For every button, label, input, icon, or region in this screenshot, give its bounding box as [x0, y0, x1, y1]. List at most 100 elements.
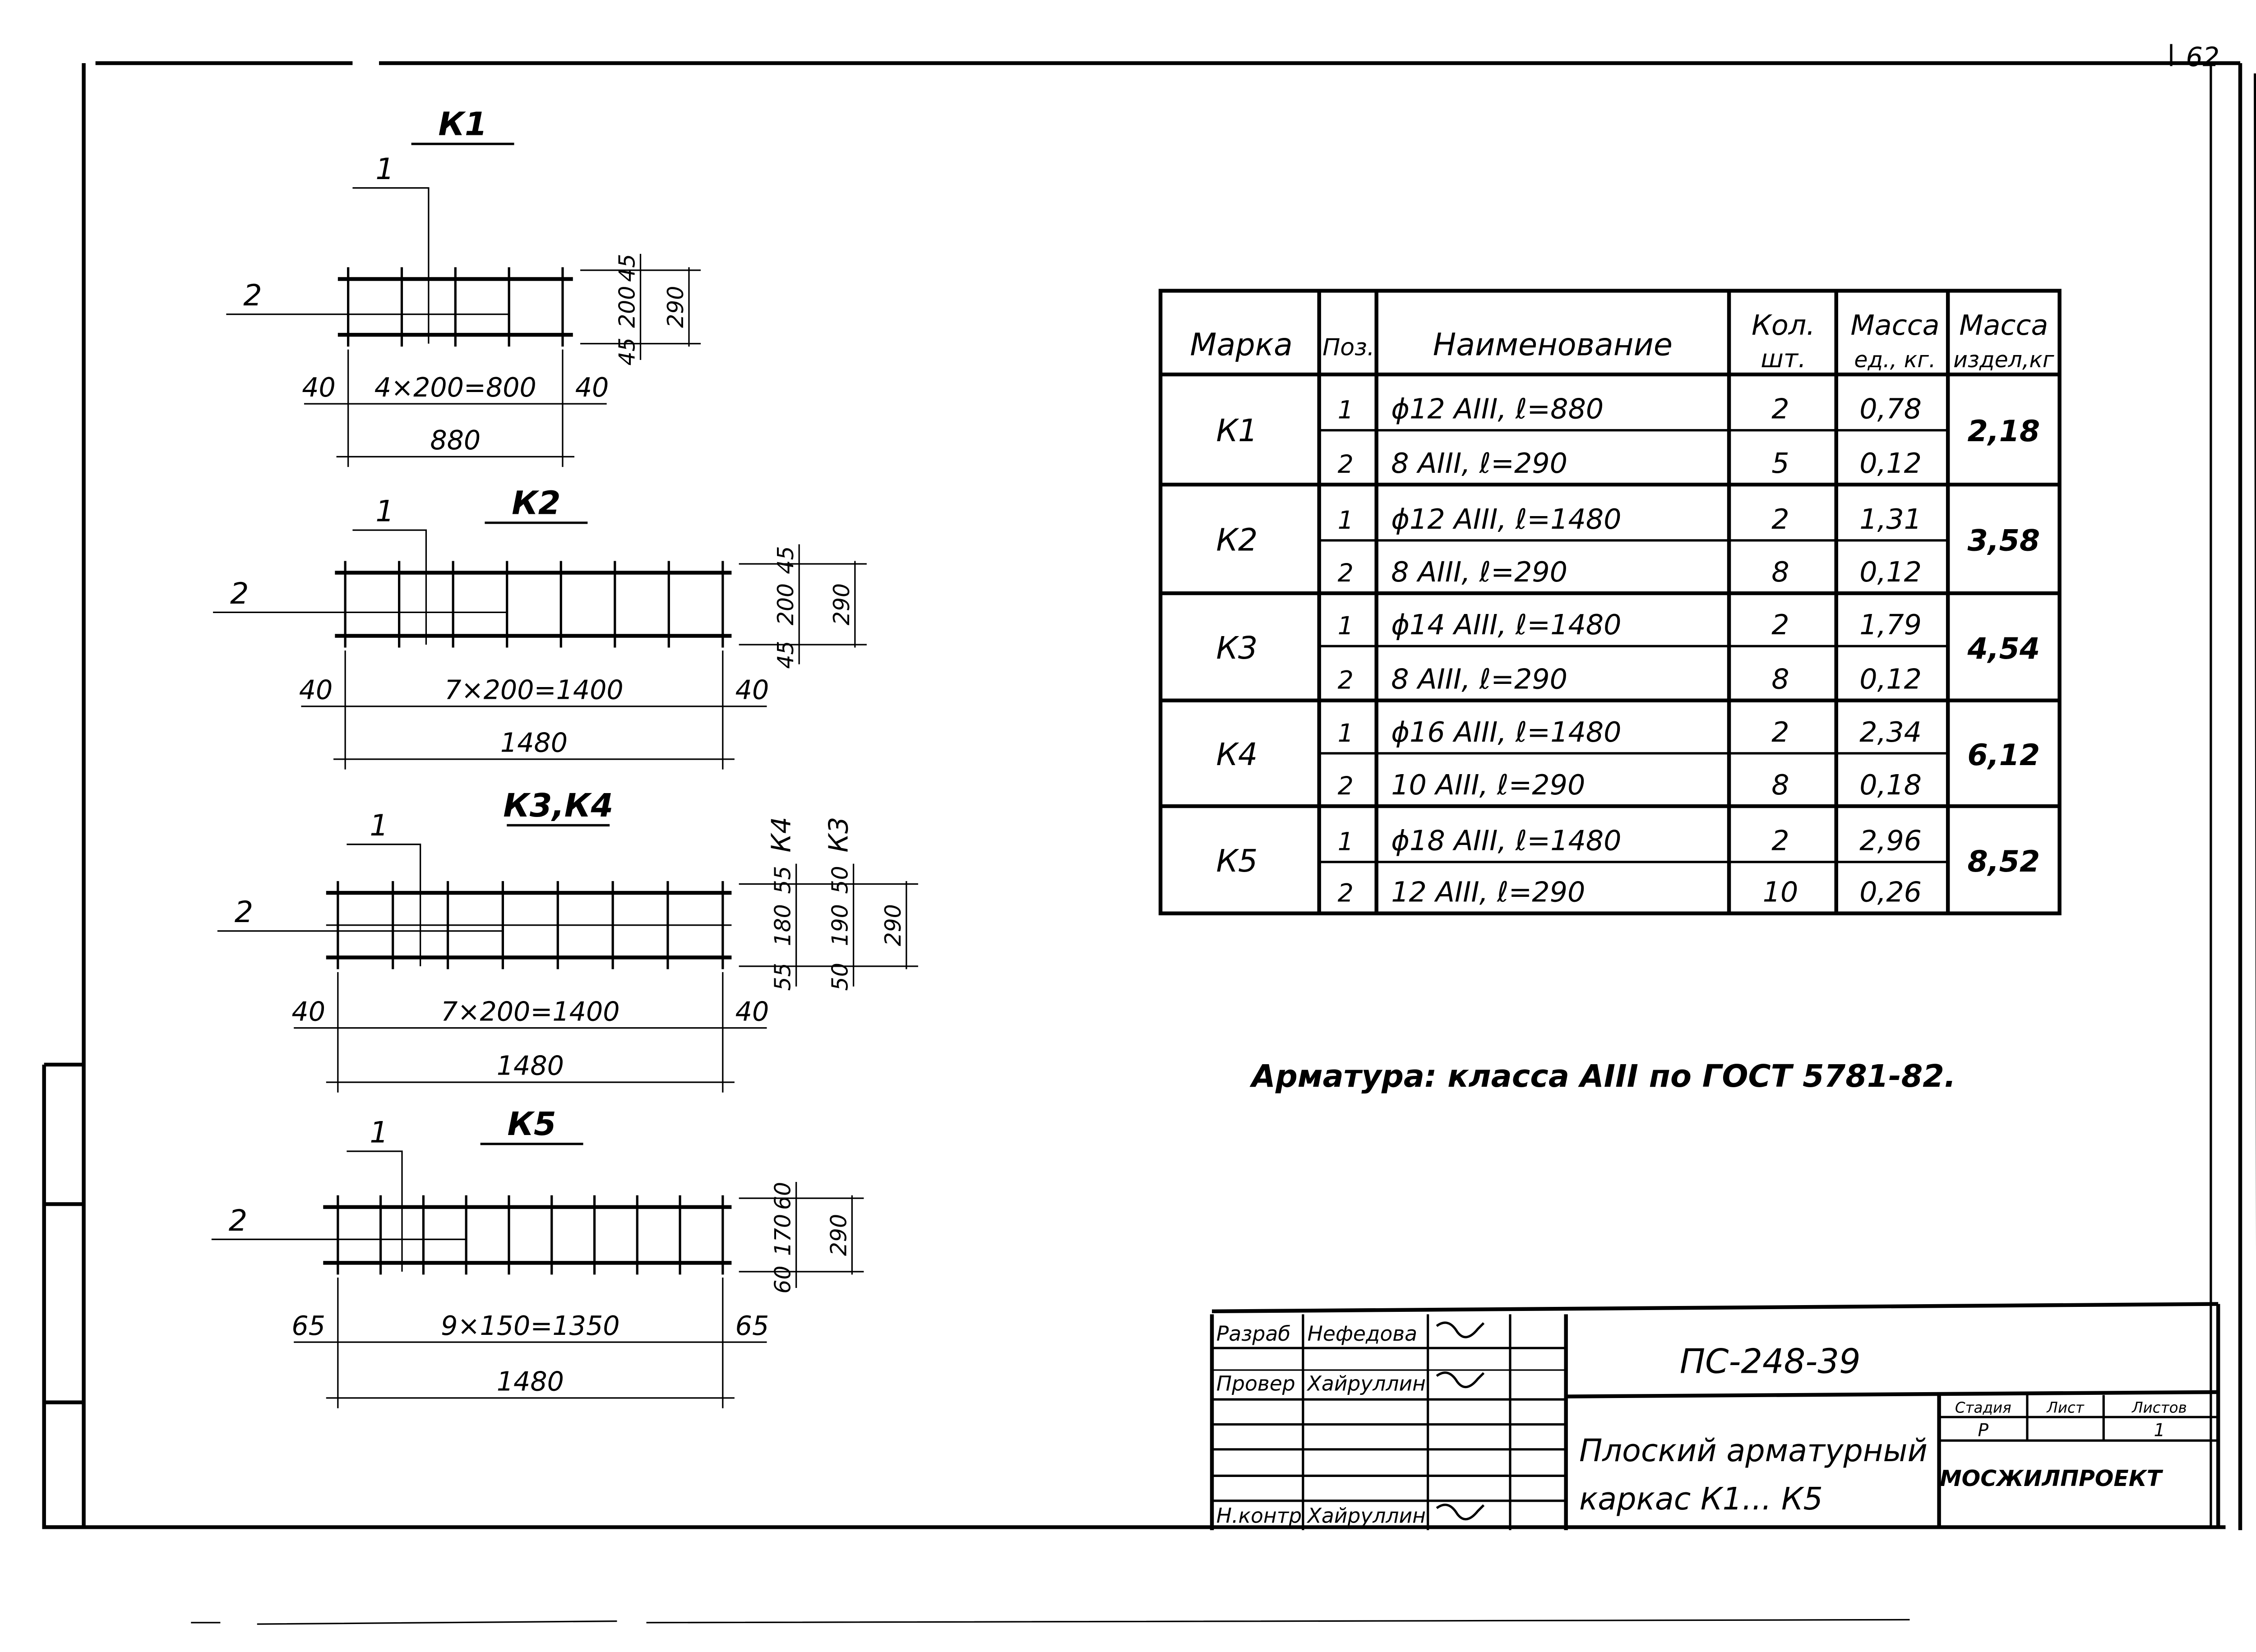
sheet-header: Лист	[2046, 1399, 2085, 1416]
qty-cell: 2	[1771, 393, 1789, 425]
qty-cell: 8	[1771, 769, 1789, 801]
dimension-spacing: 7×200=1400	[441, 996, 619, 1027]
pos-cell: 2	[1338, 666, 1354, 695]
position-2-label: 2	[230, 577, 249, 611]
role-label: Разраб	[1216, 1322, 1291, 1346]
side-dimension: 45	[773, 641, 799, 669]
header-qty-unit: шт.	[1761, 345, 1806, 374]
title-divider	[1566, 1390, 2219, 1398]
overall-length: 1480	[500, 728, 568, 758]
side-dimension: 200	[614, 286, 640, 328]
side-dimension: 55	[770, 866, 796, 894]
unit-mass-cell: 1,79	[1859, 609, 1922, 641]
name-cell: 8 АIII, ℓ=290	[1391, 556, 1567, 588]
side-dimension: 200	[773, 583, 799, 625]
side-dimension: 60	[770, 1182, 796, 1210]
header-mark: Марка	[1190, 328, 1292, 363]
table-border	[1158, 289, 2062, 915]
overall-length: 1480	[497, 1366, 564, 1397]
overall-length: 880	[430, 425, 481, 456]
frame-mark: К3	[823, 817, 854, 853]
dimension-spacing: 4×200=800	[374, 372, 536, 403]
overall-length: 1480	[497, 1051, 564, 1081]
dimension-right: 65	[735, 1311, 769, 1341]
position-2-label: 2	[243, 279, 262, 313]
total-mass-cell: 2,18	[1968, 415, 2040, 448]
side-dimension: 180	[770, 904, 796, 946]
stage-header: Стадия	[1955, 1399, 2011, 1416]
position-1-label: 1	[375, 495, 394, 529]
name-cell: 8 АIII, ℓ=290	[1391, 663, 1567, 696]
side-dimension: 45	[773, 546, 799, 574]
reinforcement-note: Арматура: класса АIII по ГОСТ 5781-82.	[1249, 1059, 1956, 1094]
dimension-right: 40	[735, 674, 769, 705]
header-unit-mass-unit: ед., кг.	[1854, 347, 1936, 373]
qty-cell: 2	[1771, 609, 1789, 641]
name-cell: ϕ12 АIII, ℓ=1480	[1391, 503, 1621, 535]
position-2-label: 2	[235, 895, 253, 929]
frame-title: К2	[512, 484, 560, 521]
person-name: Хайруллин	[1307, 1504, 1426, 1528]
qty-cell: 2	[1771, 503, 1789, 535]
dimension-left: 65	[291, 1311, 325, 1341]
dimension-spacing: 7×200=1400	[444, 674, 623, 705]
name-cell: 8 АIII, ℓ=290	[1391, 447, 1567, 480]
unit-mass-cell: 0,26	[1859, 876, 1922, 909]
total-mass-cell: 8,52	[1968, 845, 2040, 879]
pos-cell: 1	[1338, 612, 1354, 641]
person-name: Хайруллин	[1307, 1372, 1426, 1396]
mark-cell: К4	[1216, 737, 1257, 773]
frame-title: К1	[438, 105, 487, 143]
pos-cell: 1	[1338, 719, 1354, 748]
pos-cell: 1	[1338, 828, 1354, 857]
drawing-title-line2: каркас К1... К5	[1579, 1481, 1823, 1517]
unit-mass-cell: 1,31	[1859, 503, 1922, 535]
dimension-left: 40	[291, 996, 325, 1027]
total-height: 290	[829, 583, 855, 625]
mark-cell: К3	[1216, 631, 1257, 666]
sheets-header: Листов	[2131, 1399, 2187, 1416]
name-cell: ϕ18 АIII, ℓ=1480	[1391, 825, 1621, 857]
total-mass-cell: 6,12	[1968, 738, 2040, 772]
side-dimension: 50	[828, 866, 853, 894]
header-qty: Кол.	[1752, 309, 1815, 341]
side-dimension: 45	[614, 254, 640, 282]
name-cell: ϕ12 АIII, ℓ=880	[1391, 393, 1604, 425]
sheets-count: 1	[2154, 1421, 2165, 1441]
qty-cell: 2	[1771, 716, 1789, 748]
total-height: 290	[880, 904, 906, 946]
unit-mass-cell: 2,96	[1859, 825, 1922, 857]
position-1-label: 1	[375, 152, 394, 186]
total-height: 290	[826, 1214, 851, 1256]
total-mass-cell: 4,54	[1967, 632, 2040, 666]
position-1-leader	[352, 529, 427, 645]
stage-value: Р	[1978, 1421, 1989, 1441]
side-dimension: 170	[770, 1214, 796, 1256]
pos-cell: 2	[1338, 559, 1354, 588]
qty-cell: 8	[1771, 556, 1789, 588]
role-label: Провер	[1216, 1372, 1295, 1396]
header-total-mass: Масса	[1959, 309, 2048, 341]
pos-cell: 2	[1338, 772, 1354, 801]
unit-mass-cell: 0,12	[1859, 556, 1922, 588]
mark-cell: К5	[1216, 844, 1257, 879]
document-code: ПС-248-39	[1680, 1342, 1861, 1381]
position-1-leader	[352, 187, 430, 344]
total-height: 290	[663, 286, 689, 328]
pos-cell: 1	[1338, 396, 1354, 425]
unit-mass-cell: 0,12	[1859, 447, 1922, 480]
unit-mass-cell: 0,78	[1859, 393, 1922, 425]
person-name: Нефедова	[1308, 1322, 1417, 1346]
name-cell: ϕ16 АIII, ℓ=1480	[1391, 716, 1621, 748]
header-name: Наименование	[1433, 328, 1673, 363]
position-1-label: 1	[370, 809, 388, 843]
position-1-label: 1	[370, 1116, 388, 1149]
signature-icon	[1436, 1321, 1485, 1338]
